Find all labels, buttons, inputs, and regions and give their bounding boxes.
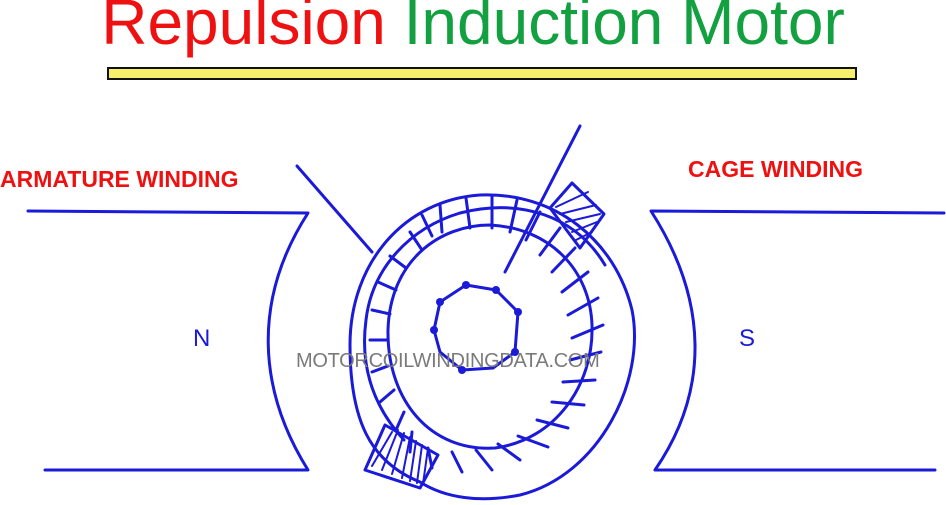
title-word-motor: Motor: [681, 0, 845, 58]
watermark-text: MOTORCOILWINDINGDATA.COM: [296, 350, 600, 372]
title-word-repulsion: Repulsion: [101, 0, 386, 58]
shaft-keys: [430, 281, 522, 374]
rotor-mid-ring: [386, 223, 594, 450]
cage-winding-label: CAGE WINDING: [688, 156, 864, 182]
rotor-inner-spiral: [363, 206, 607, 442]
top-brush: [548, 181, 606, 250]
bottom-brush-hatch: [371, 429, 429, 485]
rotor-outer-spiral: [348, 193, 636, 501]
armature-leader-line: [295, 164, 374, 254]
armature-winding-label: ARMATURE WINDING: [0, 166, 239, 192]
armature-slot-lines: [368, 194, 605, 474]
bottom-brush: [363, 423, 440, 490]
title-underline: [107, 67, 857, 80]
south-pole-piece: [649, 209, 946, 472]
top-brush-hatch: [555, 191, 601, 241]
page-title: Repulsion Induction Motor: [0, 0, 946, 58]
north-pole-label: N: [193, 325, 211, 352]
rotor-shaft: [432, 283, 520, 372]
north-pole-piece: [26, 209, 310, 472]
cage-leader-line: [503, 124, 582, 274]
title-word-induction: Induction: [403, 0, 664, 58]
south-pole-label: S: [739, 325, 756, 352]
